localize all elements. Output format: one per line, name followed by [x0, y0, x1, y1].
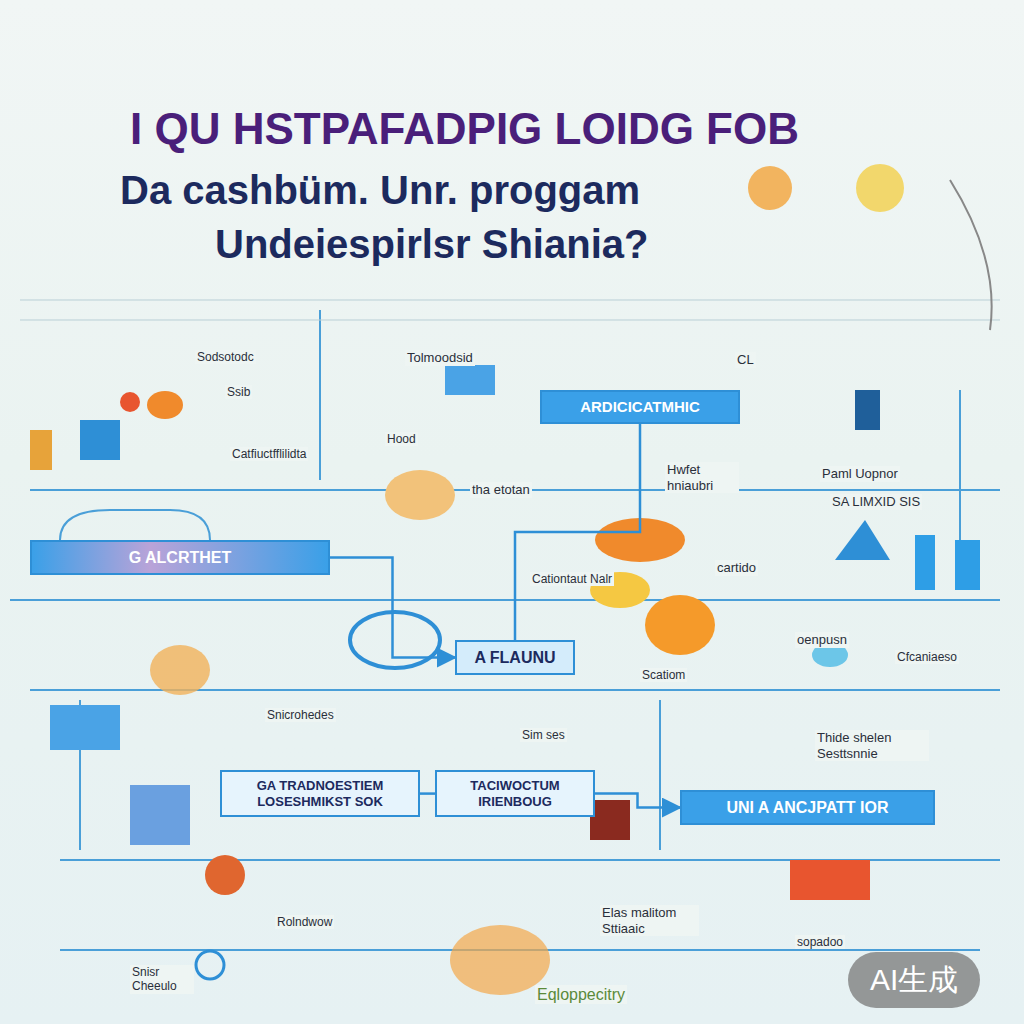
box-text: ARDICICATMHIC	[552, 398, 728, 416]
note-label: Ssib	[225, 385, 252, 399]
note-label: Hwfet hniaubri	[665, 462, 739, 493]
note-label: Sodsotodc	[195, 350, 256, 364]
note-label: Scatiom	[640, 668, 687, 682]
connector-arrow	[515, 424, 640, 640]
subtitle-text: Da cashbüm. Unr. proggam	[120, 168, 640, 212]
box-text: TACIWOCTUM IRIENBOUG	[447, 778, 583, 809]
note-label: Paml Uopnor	[820, 466, 900, 482]
note-label: CL	[735, 352, 756, 368]
box-text: G ALCRTHET	[42, 548, 318, 567]
note-label: sopadoo	[795, 935, 845, 949]
process-box: A FLAUNU	[455, 640, 575, 675]
note-label: Eqloppecitry	[535, 985, 627, 1004]
process-box: G ALCRTHET	[30, 540, 330, 575]
process-box: GA TRADNOESTIEM LOSESHMIKST SOK	[220, 770, 420, 817]
connector-arrow	[420, 792, 435, 795]
connector-arrow	[330, 558, 455, 658]
note-label: cartido	[715, 560, 758, 576]
note-label: Tolmoodsid	[405, 350, 475, 366]
note-label: Rolndwow	[275, 915, 334, 929]
note-label: Snisr Cheeulo	[130, 965, 194, 994]
note-label: Hood	[385, 432, 418, 446]
box-text: A FLAUNU	[467, 648, 563, 667]
note-label: Thide shelen Sesttsnnie	[815, 730, 929, 761]
note-label: Elas malitom Sttiaaic	[600, 905, 699, 936]
watermark: AI生成	[848, 952, 980, 1008]
connector-arrow	[595, 794, 680, 808]
note-label: Catfiuctfflilidta	[230, 447, 308, 461]
process-box: TACIWOCTUM IRIENBOUG	[435, 770, 595, 817]
title-text: I QU HSTPAFADPIG LOIDG FOB	[130, 105, 799, 153]
note-label: tha etotan	[470, 482, 532, 498]
note-label: Snicrohedes	[265, 708, 336, 722]
box-text: GA TRADNOESTIEM LOSESHMIKST SOK	[232, 778, 408, 809]
note-label: oenpusn	[795, 632, 849, 648]
process-box: ARDICICATMHIC	[540, 390, 740, 424]
subtitle-text: Undeiespirlsr Shiania?	[215, 222, 648, 266]
note-label: SA LIMXID SIS	[830, 494, 922, 510]
note-label: Sim ses	[520, 728, 567, 742]
note-label: Cfcaniaeso	[895, 650, 959, 664]
process-box: UNI A ANCJPATT IOR	[680, 790, 935, 825]
box-text: UNI A ANCJPATT IOR	[692, 798, 923, 817]
note-label: Cationtaut Nalr	[530, 572, 614, 586]
